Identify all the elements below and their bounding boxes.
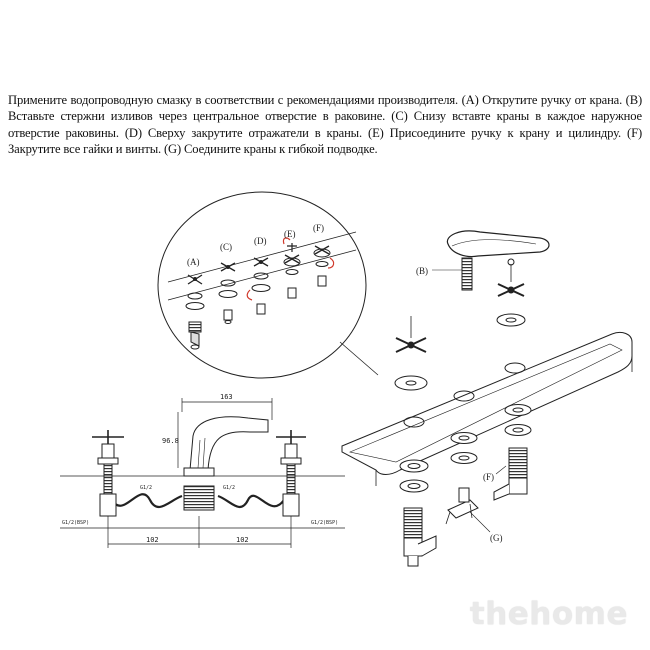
detail-stack-f xyxy=(313,245,335,287)
detail-label-e: (E) xyxy=(284,229,296,239)
dim-spacing-left: 102 xyxy=(146,536,159,544)
elevation-right-handle xyxy=(276,430,306,495)
detail-sink-edge xyxy=(167,231,357,301)
detail-label-a: (A) xyxy=(187,257,200,267)
dim-pipe-left: G1/2(BSP) xyxy=(62,520,89,526)
iso-handle-left xyxy=(394,316,428,391)
detail-label-f: (F) xyxy=(313,223,324,233)
detail-stack-d xyxy=(246,257,271,315)
iso-valve-right xyxy=(493,447,528,501)
iso-handle-right xyxy=(496,258,526,327)
dim-thread-left: G1/2 xyxy=(140,485,152,491)
callout-g: (G) xyxy=(490,533,503,543)
detail-label-d: (D) xyxy=(254,236,267,246)
detail-label-c: (C) xyxy=(220,242,232,252)
elevation-left-handle xyxy=(92,430,124,495)
iso-tee-connector xyxy=(445,487,491,533)
sink-hole-1 xyxy=(403,416,425,428)
callout-b: (B) xyxy=(416,266,428,276)
dim-spacing-right: 102 xyxy=(236,536,249,544)
iso-spout xyxy=(432,230,550,291)
detail-magnified-view xyxy=(157,191,379,379)
detail-stack-c xyxy=(218,262,238,324)
front-elevation-drawing xyxy=(60,398,345,548)
detail-leader-line xyxy=(339,341,379,376)
dim-thread-right: G1/2 xyxy=(223,485,235,491)
watermark-logo: thehome xyxy=(469,596,628,632)
callout-f: (F) xyxy=(483,472,494,482)
elevation-spout xyxy=(189,416,269,471)
sink-hole-3 xyxy=(504,362,526,374)
dim-pipe-right: G1/2(BSP) xyxy=(311,520,338,526)
dim-spout-height: 96.8 xyxy=(162,437,179,445)
elevation-hose-left xyxy=(111,493,183,508)
isometric-assembly xyxy=(341,230,633,567)
dim-spout-length: 163 xyxy=(220,393,233,401)
elevation-hose-right xyxy=(217,494,285,508)
sink-hole-2 xyxy=(453,390,475,402)
detail-stack-a xyxy=(185,274,205,350)
detail-circle xyxy=(157,191,367,379)
sink-top xyxy=(341,331,633,475)
iso-valve-left xyxy=(403,507,437,567)
detail-stack-e xyxy=(282,237,301,299)
installation-instructions: Примените водопроводную смазку в соответ… xyxy=(8,92,642,157)
